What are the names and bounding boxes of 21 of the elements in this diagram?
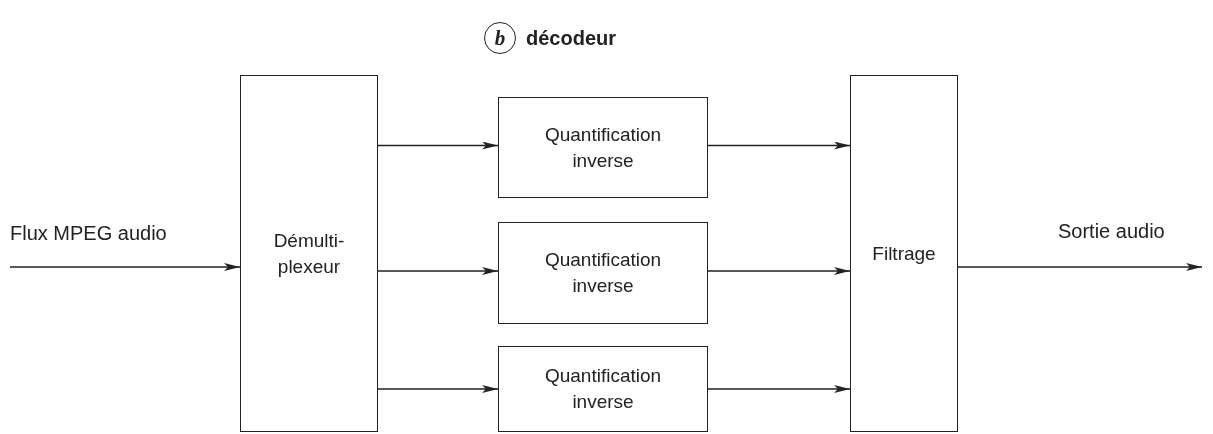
arrow [377,385,499,393]
arrow [707,267,851,275]
process-box [240,75,378,432]
diagram-title: décodeur [526,26,617,50]
process-box [498,222,708,324]
process-box [850,75,958,432]
box-label: Filtrage [871,241,937,266]
box-label: Quantification inverse [543,248,663,298]
process-box [498,346,708,432]
box-label: Quantification inverse [543,122,663,173]
arrow [707,385,851,393]
edge-label: Sortie audio [1058,220,1165,243]
arrow [707,141,851,150]
arrow [957,263,1203,271]
edge-label: Flux MPEG audio [10,222,167,245]
arrow [377,267,499,275]
process-box [498,97,708,198]
box-label: Démulti- plexeur [272,228,346,279]
box-label: Quantification inverse [543,364,663,414]
arrow [377,141,499,150]
arrow [9,263,241,271]
